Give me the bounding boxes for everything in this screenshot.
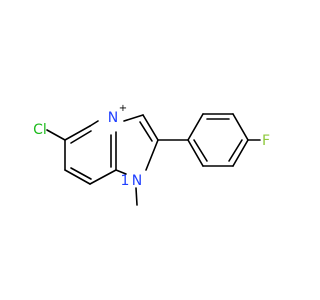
methyl-nitrogen-number-label: 1 <box>121 173 130 189</box>
bonds <box>46 113 261 206</box>
bond-c2-n1 <box>145 139 159 171</box>
positive-charge-label: + <box>119 103 127 114</box>
bond-ph4-ph5-double <box>228 139 243 162</box>
bond-c6-c5-double <box>70 130 92 144</box>
bond-c7-c8-double <box>70 167 92 180</box>
bond-n1-c8a <box>115 169 127 175</box>
bond-ph6-ph1-double <box>193 139 208 162</box>
bond-n1-methyl <box>135 187 138 206</box>
bond-c6-cl <box>46 129 66 141</box>
bond-ph1-ph2 <box>187 113 204 141</box>
bond-ph4-ph5 <box>232 139 249 167</box>
bond-c8-c8a <box>89 169 117 185</box>
bond-c3-c2 <box>142 114 159 141</box>
chlorine-label: Cl <box>33 122 47 138</box>
bond-c3-c2-double <box>139 121 153 142</box>
bond-c5-n4 <box>89 120 99 127</box>
atom-labels: Cl N + 1 N F <box>33 103 270 189</box>
bond-ph3-ph4 <box>232 113 249 141</box>
methyl-nitrogen-label: N <box>132 173 142 189</box>
bond-c7-c8 <box>64 169 91 185</box>
molecule-drawing: Cl N + 1 N F <box>33 103 270 206</box>
structure-diagram: Cl N + 1 N F <box>33 103 270 206</box>
bridgehead-nitrogen-label: N <box>108 110 118 126</box>
bond-ph6-ph1 <box>187 139 204 167</box>
fluorine-label: F <box>262 133 270 149</box>
bond-n4-c3 <box>123 114 144 122</box>
bond-c6-c5 <box>64 125 91 141</box>
